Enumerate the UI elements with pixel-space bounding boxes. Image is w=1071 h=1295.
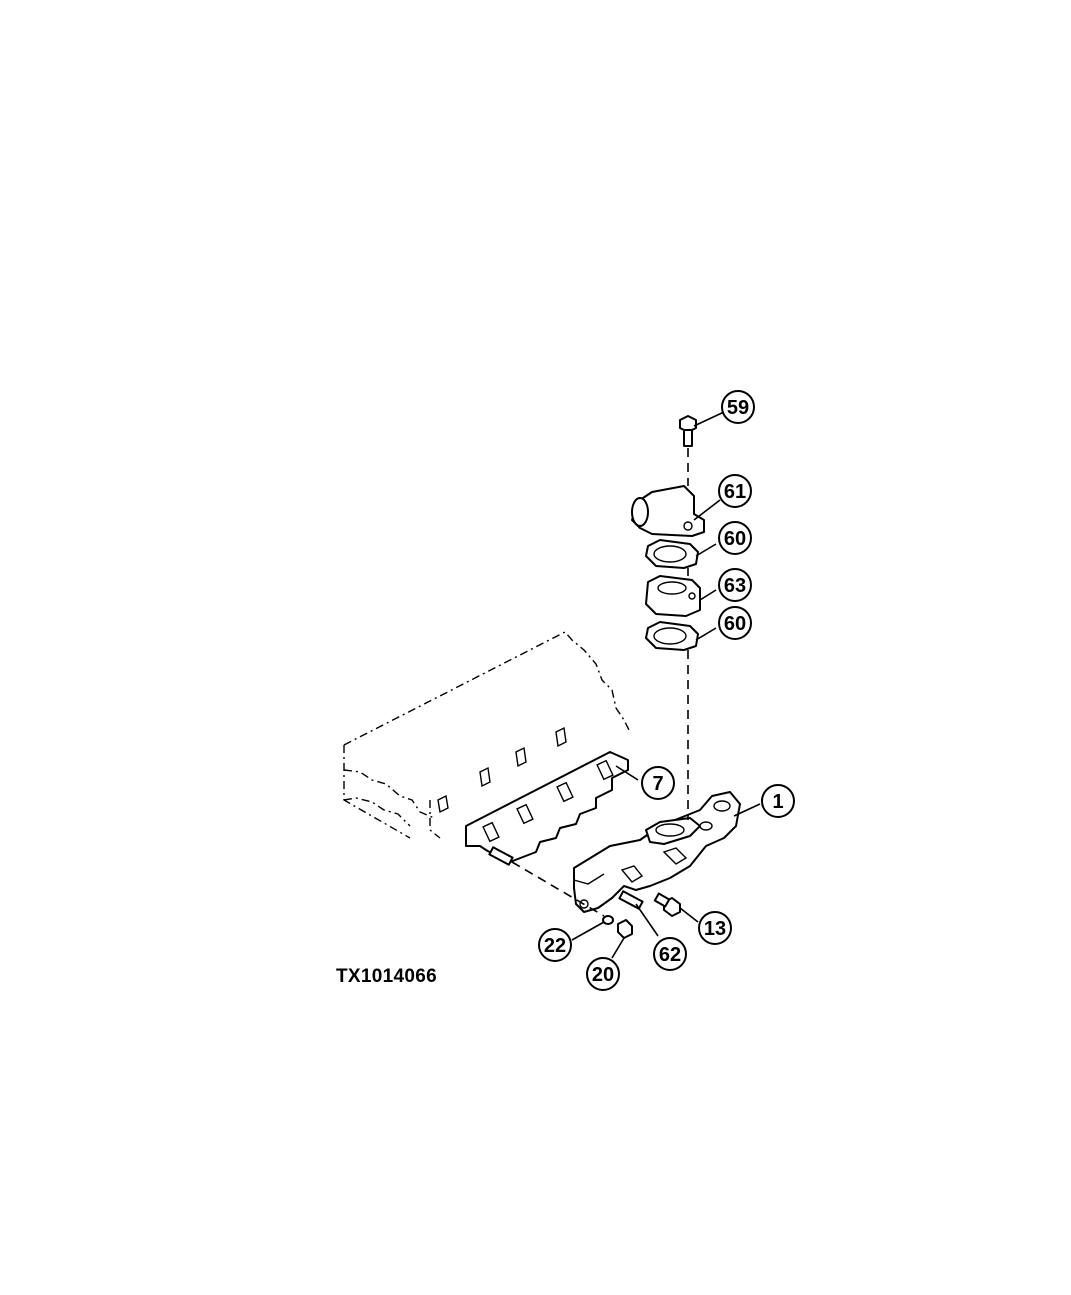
cap-screw-small [653,892,681,917]
callout-7: 7 [641,766,675,800]
stud-upper [488,846,514,866]
callout-label-62: 62 [659,944,681,966]
callout-label-63: 63 [724,575,746,597]
callout-63: 63 [718,568,752,602]
callout-label-60-lower: 60 [724,613,746,635]
callout-label-20: 20 [592,964,614,986]
callout-label-22: 22 [544,935,566,957]
stud [618,890,644,910]
gasket-lower [645,621,699,651]
callout-62: 62 [653,937,687,971]
exhaust-manifold [573,791,741,913]
manifold-gasket [465,751,629,863]
callout-label-13: 13 [704,918,726,940]
cap-screw [679,415,697,447]
nut [617,919,633,939]
washer [602,915,614,925]
callout-60-upper: 60 [718,521,752,555]
callout-59: 59 [721,390,755,424]
callout-20: 20 [586,957,620,991]
gasket-upper [645,539,699,569]
elbow-outlet [631,485,705,537]
callout-label-60-upper: 60 [724,528,746,550]
callout-61: 61 [718,474,752,508]
callout-22: 22 [538,928,572,962]
callout-13: 13 [698,911,732,945]
callout-label-59: 59 [727,397,749,419]
assembly-line-stud [511,861,605,917]
callout-60-lower: 60 [718,606,752,640]
callout-label-7: 7 [652,773,663,795]
figure-id-label: TX1014066 [336,966,437,987]
cylinder-head-phantom [343,631,631,839]
callout-label-1: 1 [772,791,783,813]
callout-label-61: 61 [724,481,746,503]
callout-1: 1 [761,784,795,818]
leader-lines [571,411,761,959]
spacer [645,575,701,617]
